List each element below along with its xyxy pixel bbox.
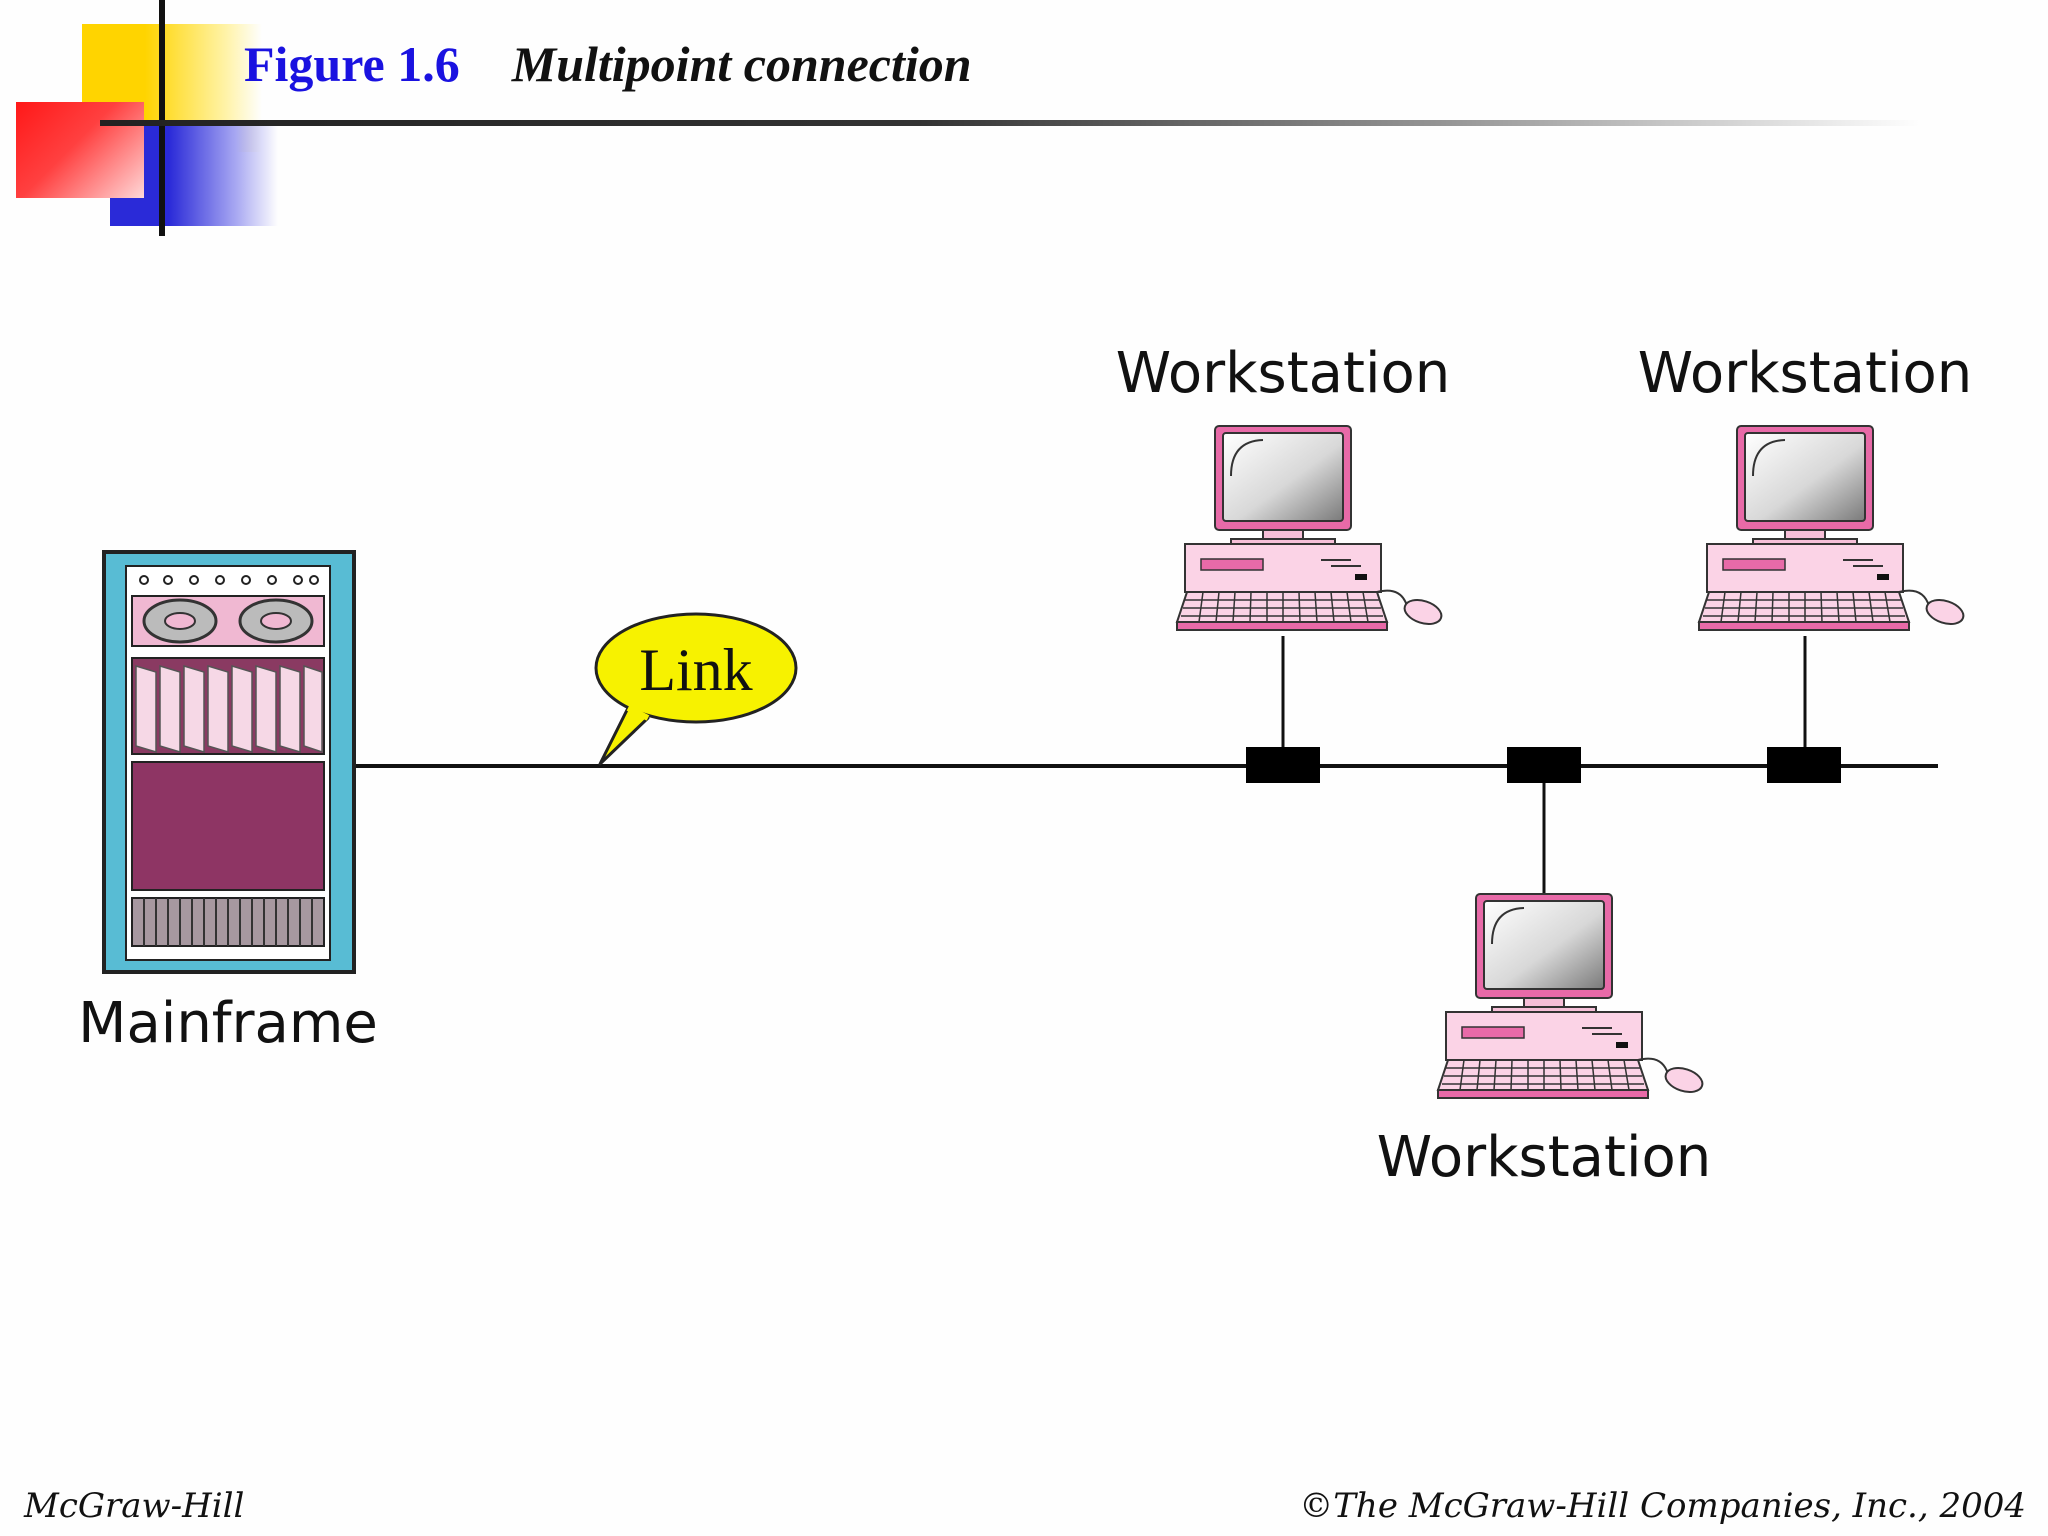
- footer-copyright: ©The McGraw-Hill Companies, Inc., 2004: [1299, 1486, 2026, 1526]
- deco-red-square: [16, 102, 144, 198]
- link-label: Link: [639, 637, 752, 703]
- mainframe-icon: [102, 550, 356, 974]
- mainframe-label: Mainframe: [78, 991, 378, 1056]
- tap-connector-3: [1767, 747, 1841, 783]
- figure-title: Multipoint connection: [511, 36, 972, 92]
- footer-publisher: McGraw-Hill: [24, 1486, 245, 1526]
- title-rule: [100, 120, 1920, 126]
- tap-connector-2: [1507, 747, 1581, 783]
- workstation-icon-2: [1698, 425, 1968, 631]
- tap-connector-1: [1246, 747, 1320, 783]
- workstation-label-3: Workstation: [1377, 1125, 1712, 1190]
- workstation-label-1: Workstation: [1116, 341, 1451, 406]
- deco-vertical-line: [159, 0, 165, 236]
- workstation-label-2: Workstation: [1638, 341, 1973, 406]
- slide-title: Figure 1.6 Multipoint connection: [244, 34, 972, 94]
- link-callout: [594, 612, 798, 766]
- workstation-icon-3: [1437, 893, 1707, 1099]
- figure-number: Figure 1.6: [244, 36, 460, 92]
- workstation-icon-1: [1176, 425, 1446, 631]
